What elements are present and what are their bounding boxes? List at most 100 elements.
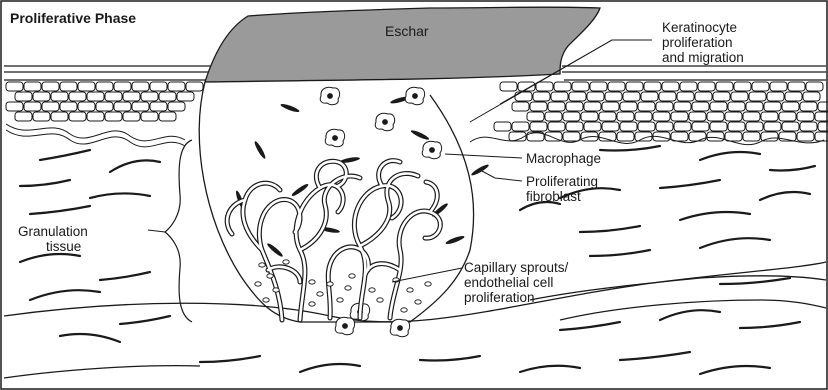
fibroblast (445, 235, 465, 246)
keratinocyte-cell (33, 112, 50, 121)
label-keratinocyte-1: Keratinocyte (662, 20, 737, 35)
label-eschar: Eschar (385, 24, 429, 39)
keratinocyte-cell (644, 82, 661, 91)
keratinocyte-cell (752, 82, 769, 91)
collagen-fiber (60, 334, 120, 342)
keratinocyte-cell (800, 102, 817, 111)
keratinocyte-cell (734, 82, 751, 91)
keratinocyte-cell (168, 82, 185, 91)
leader-fibroblast (480, 170, 522, 181)
keratinocyte-cells-left (6, 82, 203, 147)
keratinocyte-cell (527, 112, 544, 121)
keratinocyte-cell (60, 82, 77, 91)
keratinocyte-cell (698, 82, 715, 91)
collagen-fiber (40, 150, 90, 160)
endothelial-cell (273, 288, 279, 292)
keratinocyte-cell (512, 102, 529, 111)
collagen-fiber (660, 310, 720, 320)
keratinocyte-cell (512, 122, 529, 131)
keratinocyte-cell (6, 82, 23, 91)
keratinocyte-cell (815, 112, 828, 121)
collagen-fiber (560, 322, 620, 330)
keratinocyte-cell (24, 102, 41, 111)
endothelial-cell (263, 298, 269, 302)
basal-layer (470, 133, 824, 145)
keratinocyte-cell (689, 132, 706, 141)
keratinocyte-cell (159, 112, 176, 121)
keratinocyte-cell (713, 92, 730, 101)
keratinocyte-cell (114, 102, 131, 111)
keratinocyte-cell (599, 112, 616, 121)
collagen-fiber (590, 250, 650, 256)
keratinocyte-cell (707, 112, 724, 121)
fibroblast (291, 182, 310, 197)
keratinocyte-cell (96, 82, 113, 91)
keratinocyte-cell (96, 102, 113, 111)
keratinocyte-cell (764, 122, 781, 131)
fibroblast (410, 129, 430, 141)
keratinocyte-cell (725, 112, 742, 121)
collagen-fiber (740, 322, 800, 328)
macrophage-nucleus (343, 324, 348, 329)
keratinocyte-cell (671, 112, 688, 121)
keratinocyte-cell (692, 122, 709, 131)
collagen-fiber (600, 146, 660, 151)
endothelial-cell (267, 274, 273, 278)
label-granulation-1: Granulation (18, 224, 88, 239)
keratinocyte-cell (159, 92, 176, 101)
keratinocyte-cell (716, 82, 733, 91)
keratinocyte-cell (530, 102, 547, 111)
keratinocyte-cell (87, 112, 104, 121)
keratinocyte-cell (6, 102, 23, 111)
endothelial-cell (425, 282, 431, 286)
keratinocyte-cell (626, 82, 643, 91)
keratinocyte-cell (782, 102, 799, 111)
keratinocyte-cell (42, 82, 59, 91)
keratinocyte-cell (105, 112, 122, 121)
keratinocyte-cell (42, 102, 59, 111)
keratinocyte-cell (515, 92, 532, 101)
fibroblast-cells (235, 95, 490, 258)
macrophage-nucleus (398, 326, 403, 331)
keratinocyte-cell (674, 122, 691, 131)
keratinocyte-cell (536, 82, 553, 91)
keratinocyte-cell (749, 92, 766, 101)
keratinocyte-cell (656, 122, 673, 131)
endothelial-cell (407, 288, 413, 292)
keratinocyte-cell (761, 112, 778, 121)
keratinocyte-cell (671, 132, 688, 141)
dermis-curves (4, 262, 826, 378)
keratinocyte-cell (767, 92, 784, 101)
endothelial-cell (345, 286, 351, 290)
keratinocyte-cell (141, 112, 158, 121)
keratinocyte-cell (797, 112, 814, 121)
keratinocyte-cell (530, 122, 547, 131)
keratinocyte-cell (710, 122, 727, 131)
collagen-fiber (520, 366, 580, 372)
keratinocyte-cell (587, 92, 604, 101)
fibroblast (253, 140, 267, 160)
label-capillary-2: endothelial cell (464, 275, 553, 290)
endothelial-cell (309, 280, 315, 284)
keratinocyte-cell (785, 92, 802, 101)
collagen-fiber (620, 352, 690, 360)
collagen-fiber (700, 152, 760, 160)
collagen-fibers (20, 146, 815, 374)
keratinocyte-cell (653, 112, 670, 121)
macrophage-nucleus (413, 94, 418, 99)
keratinocyte-cell (605, 92, 622, 101)
capillary-lumen-line (300, 176, 360, 250)
label-fibroblast-2: fibroblast (526, 189, 581, 204)
keratinocyte-cell (695, 92, 712, 101)
endothelial-cell (349, 274, 355, 278)
label-keratinocyte-2: proliferation (662, 35, 733, 50)
keratinocyte-cell (554, 82, 571, 91)
keratinocyte-cell (563, 132, 580, 141)
keratinocyte-cell (746, 102, 763, 111)
keratinocyte-cell (806, 82, 823, 91)
keratinocyte-cell (728, 102, 745, 111)
keratinocyte-cell (78, 102, 95, 111)
collagen-fiber (300, 364, 360, 372)
fibroblast (266, 242, 284, 258)
collagen-fiber (580, 226, 640, 232)
